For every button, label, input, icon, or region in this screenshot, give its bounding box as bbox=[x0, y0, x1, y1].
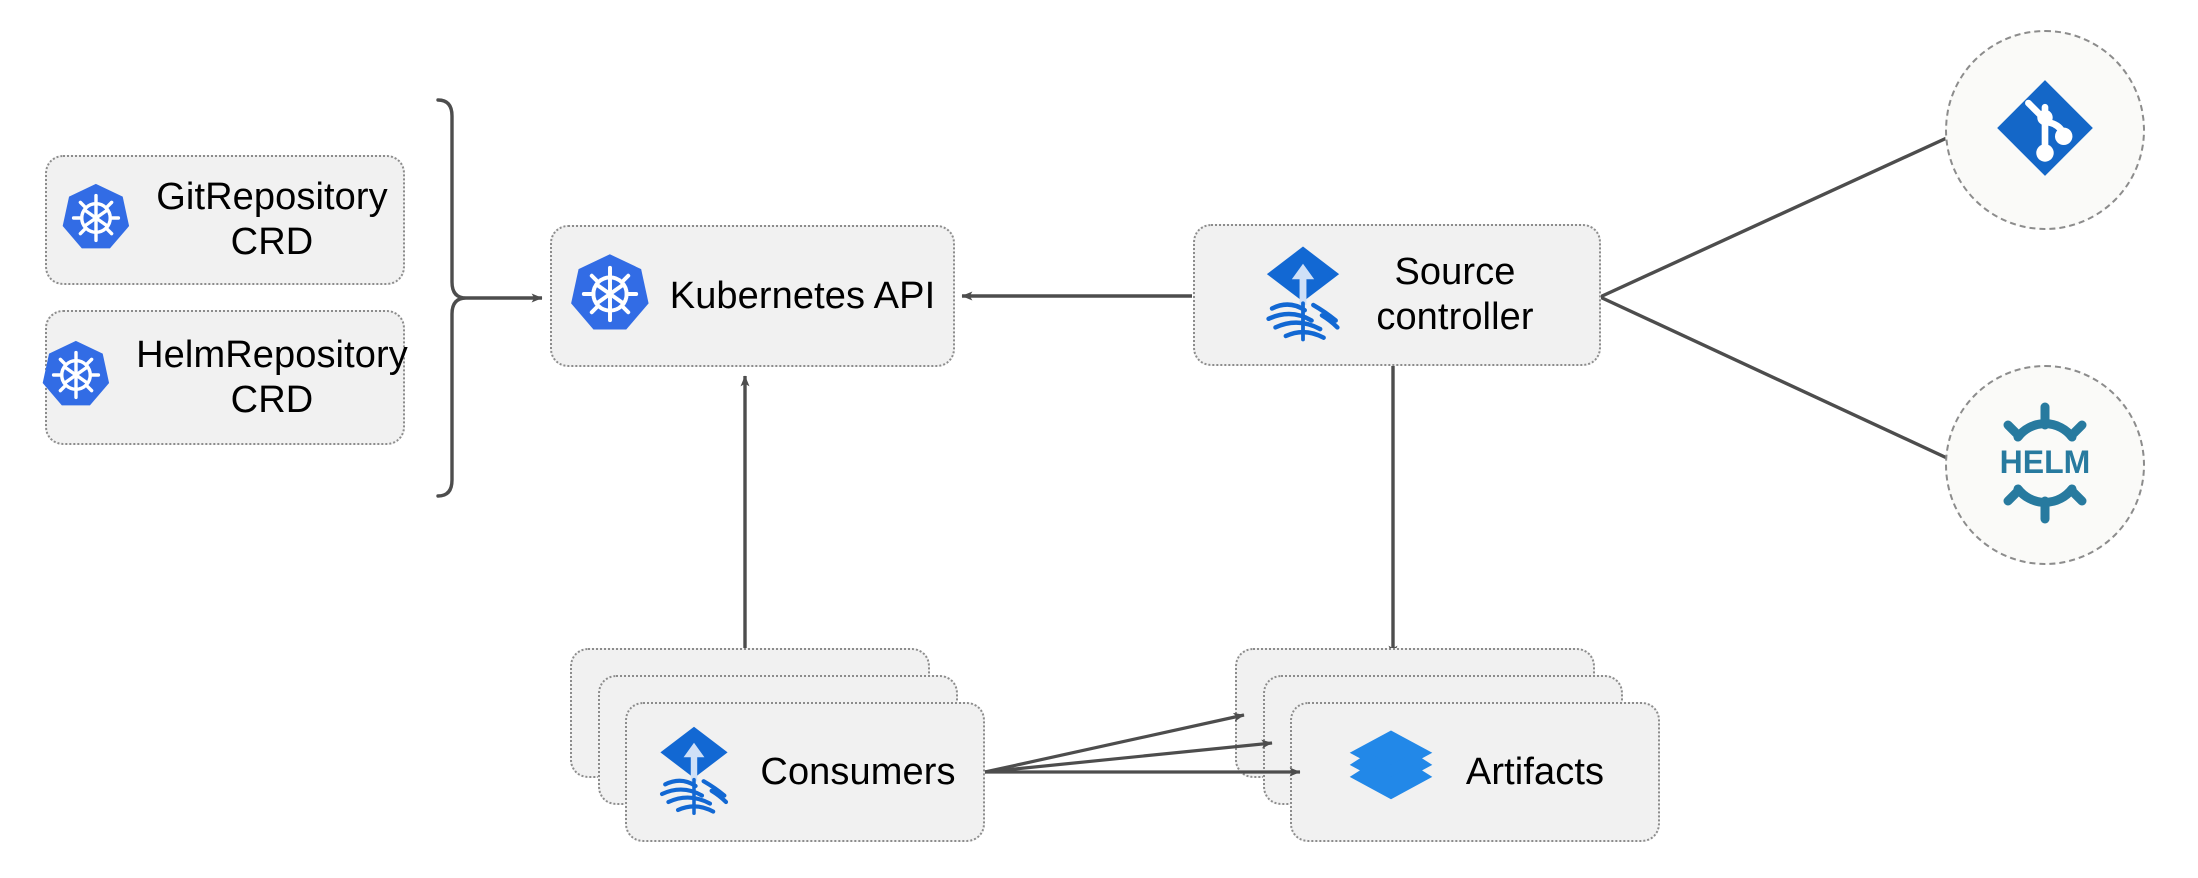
node-label: Artifacts bbox=[1465, 750, 1605, 793]
kubernetes-icon bbox=[42, 339, 110, 416]
edge-source-controller-to-git bbox=[1599, 129, 1963, 299]
flux-source-icon bbox=[654, 723, 734, 822]
node-source-controller[interactable]: Source controller bbox=[1193, 224, 1601, 366]
node-consumers[interactable]: Consumers bbox=[625, 702, 985, 842]
node-kubernetes-api[interactable]: Kubernetes API bbox=[550, 225, 955, 367]
edge-source-controller-to-helm bbox=[1599, 295, 1963, 467]
node-artifacts[interactable]: Artifacts bbox=[1290, 702, 1660, 842]
helm-icon: HELM bbox=[1980, 399, 2110, 532]
node-label: HelmRepository CRD bbox=[136, 333, 408, 421]
node-label: GitRepository CRD bbox=[156, 176, 388, 263]
flux-source-icon bbox=[1260, 243, 1346, 348]
node-helm-repository-crd[interactable]: HelmRepository CRD bbox=[42, 310, 408, 445]
git-icon bbox=[1993, 76, 2097, 185]
helm-wordmark: HELM bbox=[2000, 444, 2091, 480]
edge-consumers-to-artifacts-2 bbox=[984, 739, 1273, 774]
node-label: Source controller bbox=[1376, 251, 1534, 338]
node-label: Kubernetes API bbox=[669, 274, 936, 317]
kubernetes-icon bbox=[62, 182, 130, 259]
edge-consumers-to-artifacts-1 bbox=[984, 712, 1245, 774]
node-git-provider[interactable] bbox=[1945, 30, 2145, 230]
node-label: Consumers bbox=[760, 750, 956, 793]
node-git-repository-crd[interactable]: GitRepository CRD bbox=[45, 155, 405, 285]
crd-group-brace bbox=[436, 98, 467, 498]
kubernetes-icon bbox=[570, 252, 650, 341]
node-helm-registry[interactable]: HELM bbox=[1945, 365, 2145, 565]
layers-icon bbox=[1346, 727, 1436, 818]
